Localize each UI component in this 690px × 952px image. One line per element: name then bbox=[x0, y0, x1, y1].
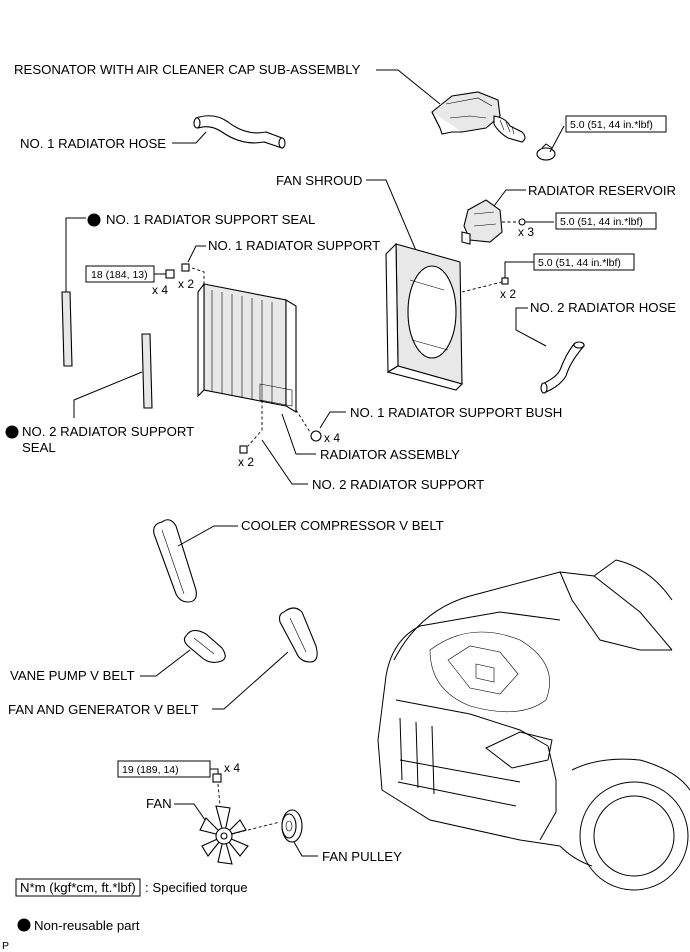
fan-pulley-leader bbox=[293, 841, 318, 857]
fan-gen-belt-leader bbox=[212, 651, 289, 710]
radiator-reservoir-label: RADIATOR RESERVOIR bbox=[528, 183, 676, 198]
support-seal-2-leader bbox=[73, 371, 143, 418]
fan-part bbox=[199, 783, 249, 865]
radiator-hose-1-label: NO. 1 RADIATOR HOSE bbox=[20, 136, 166, 151]
radiator-hose-2-label: NO. 2 RADIATOR HOSE bbox=[530, 300, 676, 315]
support-bush-1-part bbox=[295, 409, 322, 442]
non-reusable-mark-seal-2 bbox=[5, 425, 19, 439]
corner-mark: P bbox=[2, 940, 9, 952]
cooler-belt-leader bbox=[177, 525, 238, 547]
reservoir-bolt bbox=[502, 218, 554, 226]
radiator-hose-2-leader bbox=[515, 307, 547, 347]
legend-torque-desc: : Specified torque bbox=[145, 880, 248, 895]
support-bolt-qty: x 4 bbox=[152, 283, 168, 297]
support-2-qty: x 2 bbox=[238, 455, 254, 469]
reservoir-torque-box bbox=[555, 212, 657, 230]
fan-gen-belt-label: FAN AND GENERATOR V BELT bbox=[8, 702, 199, 717]
vane-belt-label: VANE PUMP V BELT bbox=[10, 668, 135, 683]
shroud-torque-value: 5.0 (51, 44 in.*lbf) bbox=[538, 257, 621, 269]
support-2-label: NO. 2 RADIATOR SUPPORT bbox=[312, 477, 484, 492]
support-2-part bbox=[239, 400, 263, 454]
non-reusable-mark-seal-1 bbox=[87, 213, 101, 227]
cooler-belt-part bbox=[153, 519, 197, 603]
fan-label: FAN bbox=[146, 796, 172, 811]
resonator-clamp bbox=[536, 125, 565, 161]
reservoir-bolt-qty: x 3 bbox=[518, 225, 534, 239]
radiator-hose-1-leader bbox=[172, 131, 207, 144]
support-seal-1-label: NO. 1 RADIATOR SUPPORT SEAL bbox=[106, 212, 315, 227]
resonator-part bbox=[431, 91, 526, 143]
radiator-reservoir-leader bbox=[493, 189, 526, 207]
radiator-assembly-leader bbox=[281, 413, 316, 455]
legend-non-reusable-text: Non-reusable part bbox=[34, 918, 140, 933]
radiator-hose-2-part bbox=[540, 341, 586, 394]
resonator-leader bbox=[376, 69, 441, 105]
fan-pulley-label: FAN PULLEY bbox=[322, 849, 402, 864]
fan-nut-torque-value: 19 (189, 14) bbox=[122, 764, 179, 776]
shroud-bolt bbox=[461, 261, 534, 293]
resonator-label: RESONATOR WITH AIR CLEANER CAP SUB-ASSEM… bbox=[14, 62, 361, 77]
legend-non-reusable-icon bbox=[17, 918, 31, 932]
fan-shroud-part bbox=[385, 242, 464, 391]
support-bush-qty: x 4 bbox=[324, 431, 340, 445]
support-bolt-torque-value: 18 (184, 13) bbox=[91, 269, 148, 281]
shroud-bolt-qty: x 2 bbox=[500, 287, 516, 301]
support-bolt bbox=[154, 269, 175, 279]
radiator-reservoir-part bbox=[461, 199, 503, 245]
radiator-assembly-part bbox=[197, 282, 297, 413]
resonator-torque-value: 5.0 (51, 44 in.*lbf) bbox=[570, 119, 653, 131]
support-seal-1-leader bbox=[65, 217, 86, 296]
fan-nut bbox=[210, 768, 222, 783]
support-seal-2-part bbox=[141, 333, 153, 409]
support-seal-2-label-line1: NO. 2 RADIATOR SUPPORT bbox=[22, 424, 194, 439]
support-seal-2-label-line2: SEAL bbox=[22, 440, 56, 455]
fan-shroud-leader bbox=[366, 179, 421, 261]
fan-shroud-label: FAN SHROUD bbox=[276, 173, 362, 188]
radiator-hose-1-part bbox=[193, 115, 286, 149]
resonator-torque-box bbox=[565, 115, 667, 133]
radiator-assembly-label: RADIATOR ASSEMBLY bbox=[320, 447, 460, 462]
support-1-qty: x 2 bbox=[178, 277, 194, 291]
reservoir-torque-value: 5.0 (51, 44 in.*lbf) bbox=[560, 216, 643, 228]
support-1-leader bbox=[187, 245, 206, 263]
shroud-torque-box bbox=[533, 253, 635, 271]
support-seal-1-part bbox=[61, 291, 73, 367]
support-bush-1-leader bbox=[319, 411, 346, 429]
fan-pulley-part bbox=[231, 809, 303, 843]
support-1-label: NO. 1 RADIATOR SUPPORT bbox=[208, 238, 380, 253]
vane-belt-leader bbox=[140, 649, 191, 677]
fan-nut-qty: x 4 bbox=[224, 761, 240, 775]
support-bush-1-label: NO. 1 RADIATOR SUPPORT BUSH bbox=[350, 405, 562, 420]
vehicle-illustration bbox=[377, 559, 690, 891]
vane-belt-part bbox=[183, 629, 226, 663]
cooler-belt-label: COOLER COMPRESSOR V BELT bbox=[241, 518, 444, 533]
fan-gen-belt-part bbox=[278, 607, 318, 663]
legend-torque-unit: N*m (kgf*cm, ft.*lbf) bbox=[20, 880, 136, 895]
legend-torque-box bbox=[15, 878, 141, 897]
support-2-leader bbox=[261, 439, 308, 485]
